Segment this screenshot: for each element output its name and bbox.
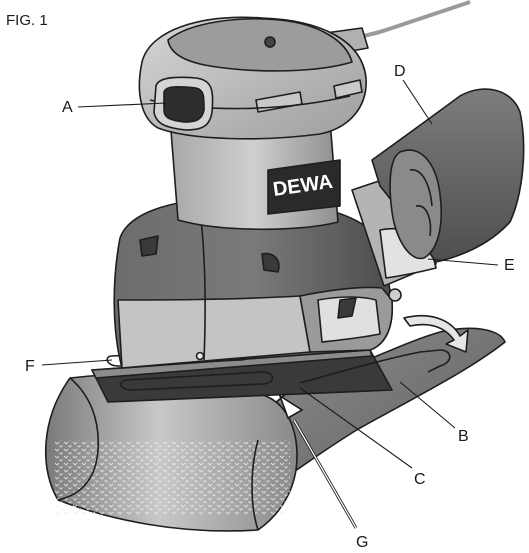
callout-e: E xyxy=(504,257,515,274)
dust-bag-ring xyxy=(389,149,443,260)
side-grip-slot-right xyxy=(333,79,363,99)
callout-d: D xyxy=(394,63,406,80)
clamp-pivot-screw xyxy=(388,288,402,302)
top-cap-rim xyxy=(167,18,353,72)
leader-d xyxy=(402,79,433,125)
leader-b xyxy=(399,381,456,429)
brand-badge xyxy=(267,159,341,215)
callout-f: F xyxy=(25,358,35,375)
leader-c xyxy=(299,387,413,469)
housing-vent-left xyxy=(139,235,159,257)
callout-c: C xyxy=(414,471,426,488)
top-cap-screw xyxy=(264,36,276,48)
leader-f xyxy=(41,359,113,366)
power-switch xyxy=(163,86,205,123)
figure-label: FIG. 1 xyxy=(6,12,48,29)
callout-a: A xyxy=(62,99,73,116)
rear-paper-clamp xyxy=(120,371,274,391)
callout-g: G xyxy=(356,534,368,551)
leader-g-arrowhead xyxy=(278,394,304,420)
callout-b: B xyxy=(458,428,469,445)
housing-vent-right xyxy=(261,252,280,273)
clamp-lever xyxy=(299,349,451,384)
clamp-arrow xyxy=(403,314,469,353)
leader-e xyxy=(427,258,499,266)
leader-a xyxy=(77,102,167,108)
sandpaper-grit xyxy=(55,440,290,515)
